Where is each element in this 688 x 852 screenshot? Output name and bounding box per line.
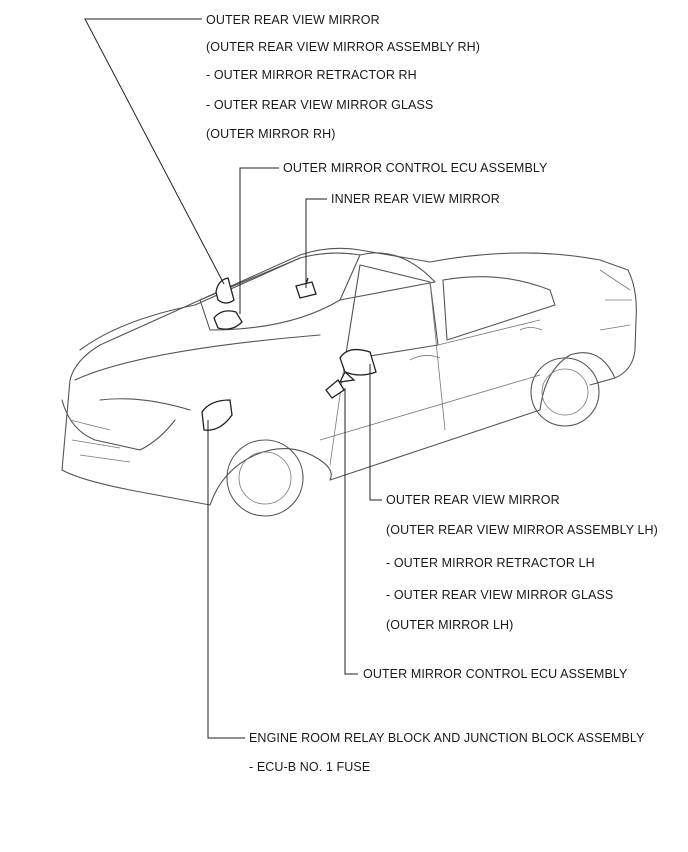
lh-mirror-assembly: (OUTER REAR VIEW MIRROR ASSEMBLY LH) — [386, 523, 658, 537]
rh-mirror-part — [215, 277, 235, 304]
ecu-lh-part — [325, 379, 345, 399]
rh-mirror-assembly: (OUTER REAR VIEW MIRROR ASSEMBLY RH) — [206, 40, 481, 54]
relay-block-fuse: - ECU-B NO. 1 FUSE — [249, 760, 371, 774]
rh-mirror-title: OUTER REAR VIEW MIRROR — [206, 13, 380, 27]
lh-mirror-outer: (OUTER MIRROR LH) — [386, 618, 514, 632]
relay-block-part — [201, 399, 233, 431]
inner-mirror-part — [295, 277, 317, 299]
ecu-rh-label: OUTER MIRROR CONTROL ECU ASSEMBLY — [283, 161, 548, 175]
ecu-lh-label: OUTER MIRROR CONTROL ECU ASSEMBLY — [363, 667, 628, 681]
lh-mirror-title: OUTER REAR VIEW MIRROR — [386, 493, 560, 507]
lh-mirror-retractor: - OUTER MIRROR RETRACTOR LH — [386, 556, 595, 570]
ecu-rh-part — [213, 310, 243, 330]
lh-mirror-glass: - OUTER REAR VIEW MIRROR GLASS — [386, 588, 614, 602]
rh-mirror-glass: - OUTER REAR VIEW MIRROR GLASS — [206, 98, 434, 112]
relay-block-title: ENGINE ROOM RELAY BLOCK AND JUNCTION BLO… — [249, 731, 645, 745]
rh-mirror-retractor: - OUTER MIRROR RETRACTOR RH — [206, 68, 417, 82]
rh-mirror-outer: (OUTER MIRROR RH) — [206, 127, 336, 141]
car-body — [61, 247, 637, 517]
lh-mirror-part — [338, 348, 377, 383]
leader-lines — [84, 18, 382, 739]
inner-mirror-label: INNER REAR VIEW MIRROR — [331, 192, 500, 206]
